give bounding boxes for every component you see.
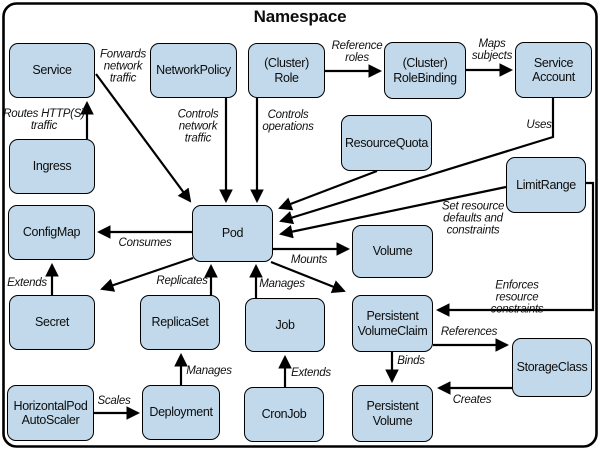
node-horizontalpod-autoscaler: HorizontalPod AutoScaler [7, 385, 94, 441]
edge-label-replicates: Replicates [156, 274, 208, 287]
edge-pod-pvc-mounts [270, 260, 346, 294]
edge-service-pod [95, 73, 192, 203]
node-configmap: ConfigMap [8, 205, 95, 260]
node-resourcequota: ResourceQuota [341, 115, 432, 171]
edge-serviceaccount-pod-uses [279, 98, 555, 225]
edge-label-maps-subjects: Maps subjects [471, 37, 513, 62]
edge-label-forwards-network-traffic: Forwards network traffic [100, 48, 146, 86]
edge-label-controls-operations: Controls operations [262, 108, 314, 133]
node-job: Job [245, 298, 325, 352]
node-cronjob: CronJob [244, 387, 324, 442]
edge-limitrange-pod [278, 185, 507, 239]
edge-label-set-resource-defaults: Set resource defaults and constraints [441, 200, 505, 238]
node-persistent-volume: Persistent Volume [352, 385, 433, 442]
node-volume: Volume [352, 225, 433, 278]
edge-pod-secret-consumes [100, 256, 194, 292]
edge-label-references: References [440, 325, 498, 338]
edge-limitrange-pvc-enforces [435, 181, 595, 317]
edge-label-uses: Uses [526, 118, 552, 131]
node-cluster-rolebinding: (Cluster) RoleBinding [384, 42, 466, 99]
node-ingress: Ingress [9, 139, 95, 194]
edge-label-extends-cronjob: Extends [291, 366, 331, 379]
node-networkpolicy: NetworkPolicy [150, 43, 237, 98]
edge-label-routes-https-traffic: Routes HTTP(S) traffic [3, 107, 85, 132]
node-cluster-role: (Cluster) Role [248, 43, 325, 98]
edge-label-manages-deployment: Manages [186, 364, 232, 377]
node-service: Service [9, 43, 95, 98]
edge-label-enforces-resource-constraints: Enforces resource constraints [490, 279, 544, 317]
node-storageclass: StorageClass [512, 338, 592, 397]
edge-label-extends-secret: Extends [7, 276, 47, 289]
node-pod: Pod [192, 205, 273, 262]
node-limitrange: LimitRange [506, 157, 586, 213]
node-replicaset: ReplicaSet [140, 295, 220, 350]
edge-label-binds: Binds [397, 354, 425, 367]
edge-resourcequota-pod [278, 169, 378, 211]
node-persistent-volumeclaim: Persistent VolumeClaim [352, 295, 433, 352]
node-deployment: Deployment [142, 385, 220, 440]
edge-label-scales: Scales [97, 394, 131, 407]
node-service-account: Service Account [515, 42, 592, 98]
node-secret: Secret [9, 295, 95, 350]
edge-label-controls-network-traffic: Controls network traffic [177, 108, 219, 146]
edge-label-manages-job: Manages [259, 277, 305, 290]
edge-label-creates: Creates [452, 393, 492, 406]
edge-label-reference-roles: Reference roles [331, 39, 383, 64]
edge-label-consumes: Consumes [118, 236, 172, 249]
diagram-title: Namespace [253, 7, 347, 26]
edge-label-mounts: Mounts [290, 253, 328, 266]
